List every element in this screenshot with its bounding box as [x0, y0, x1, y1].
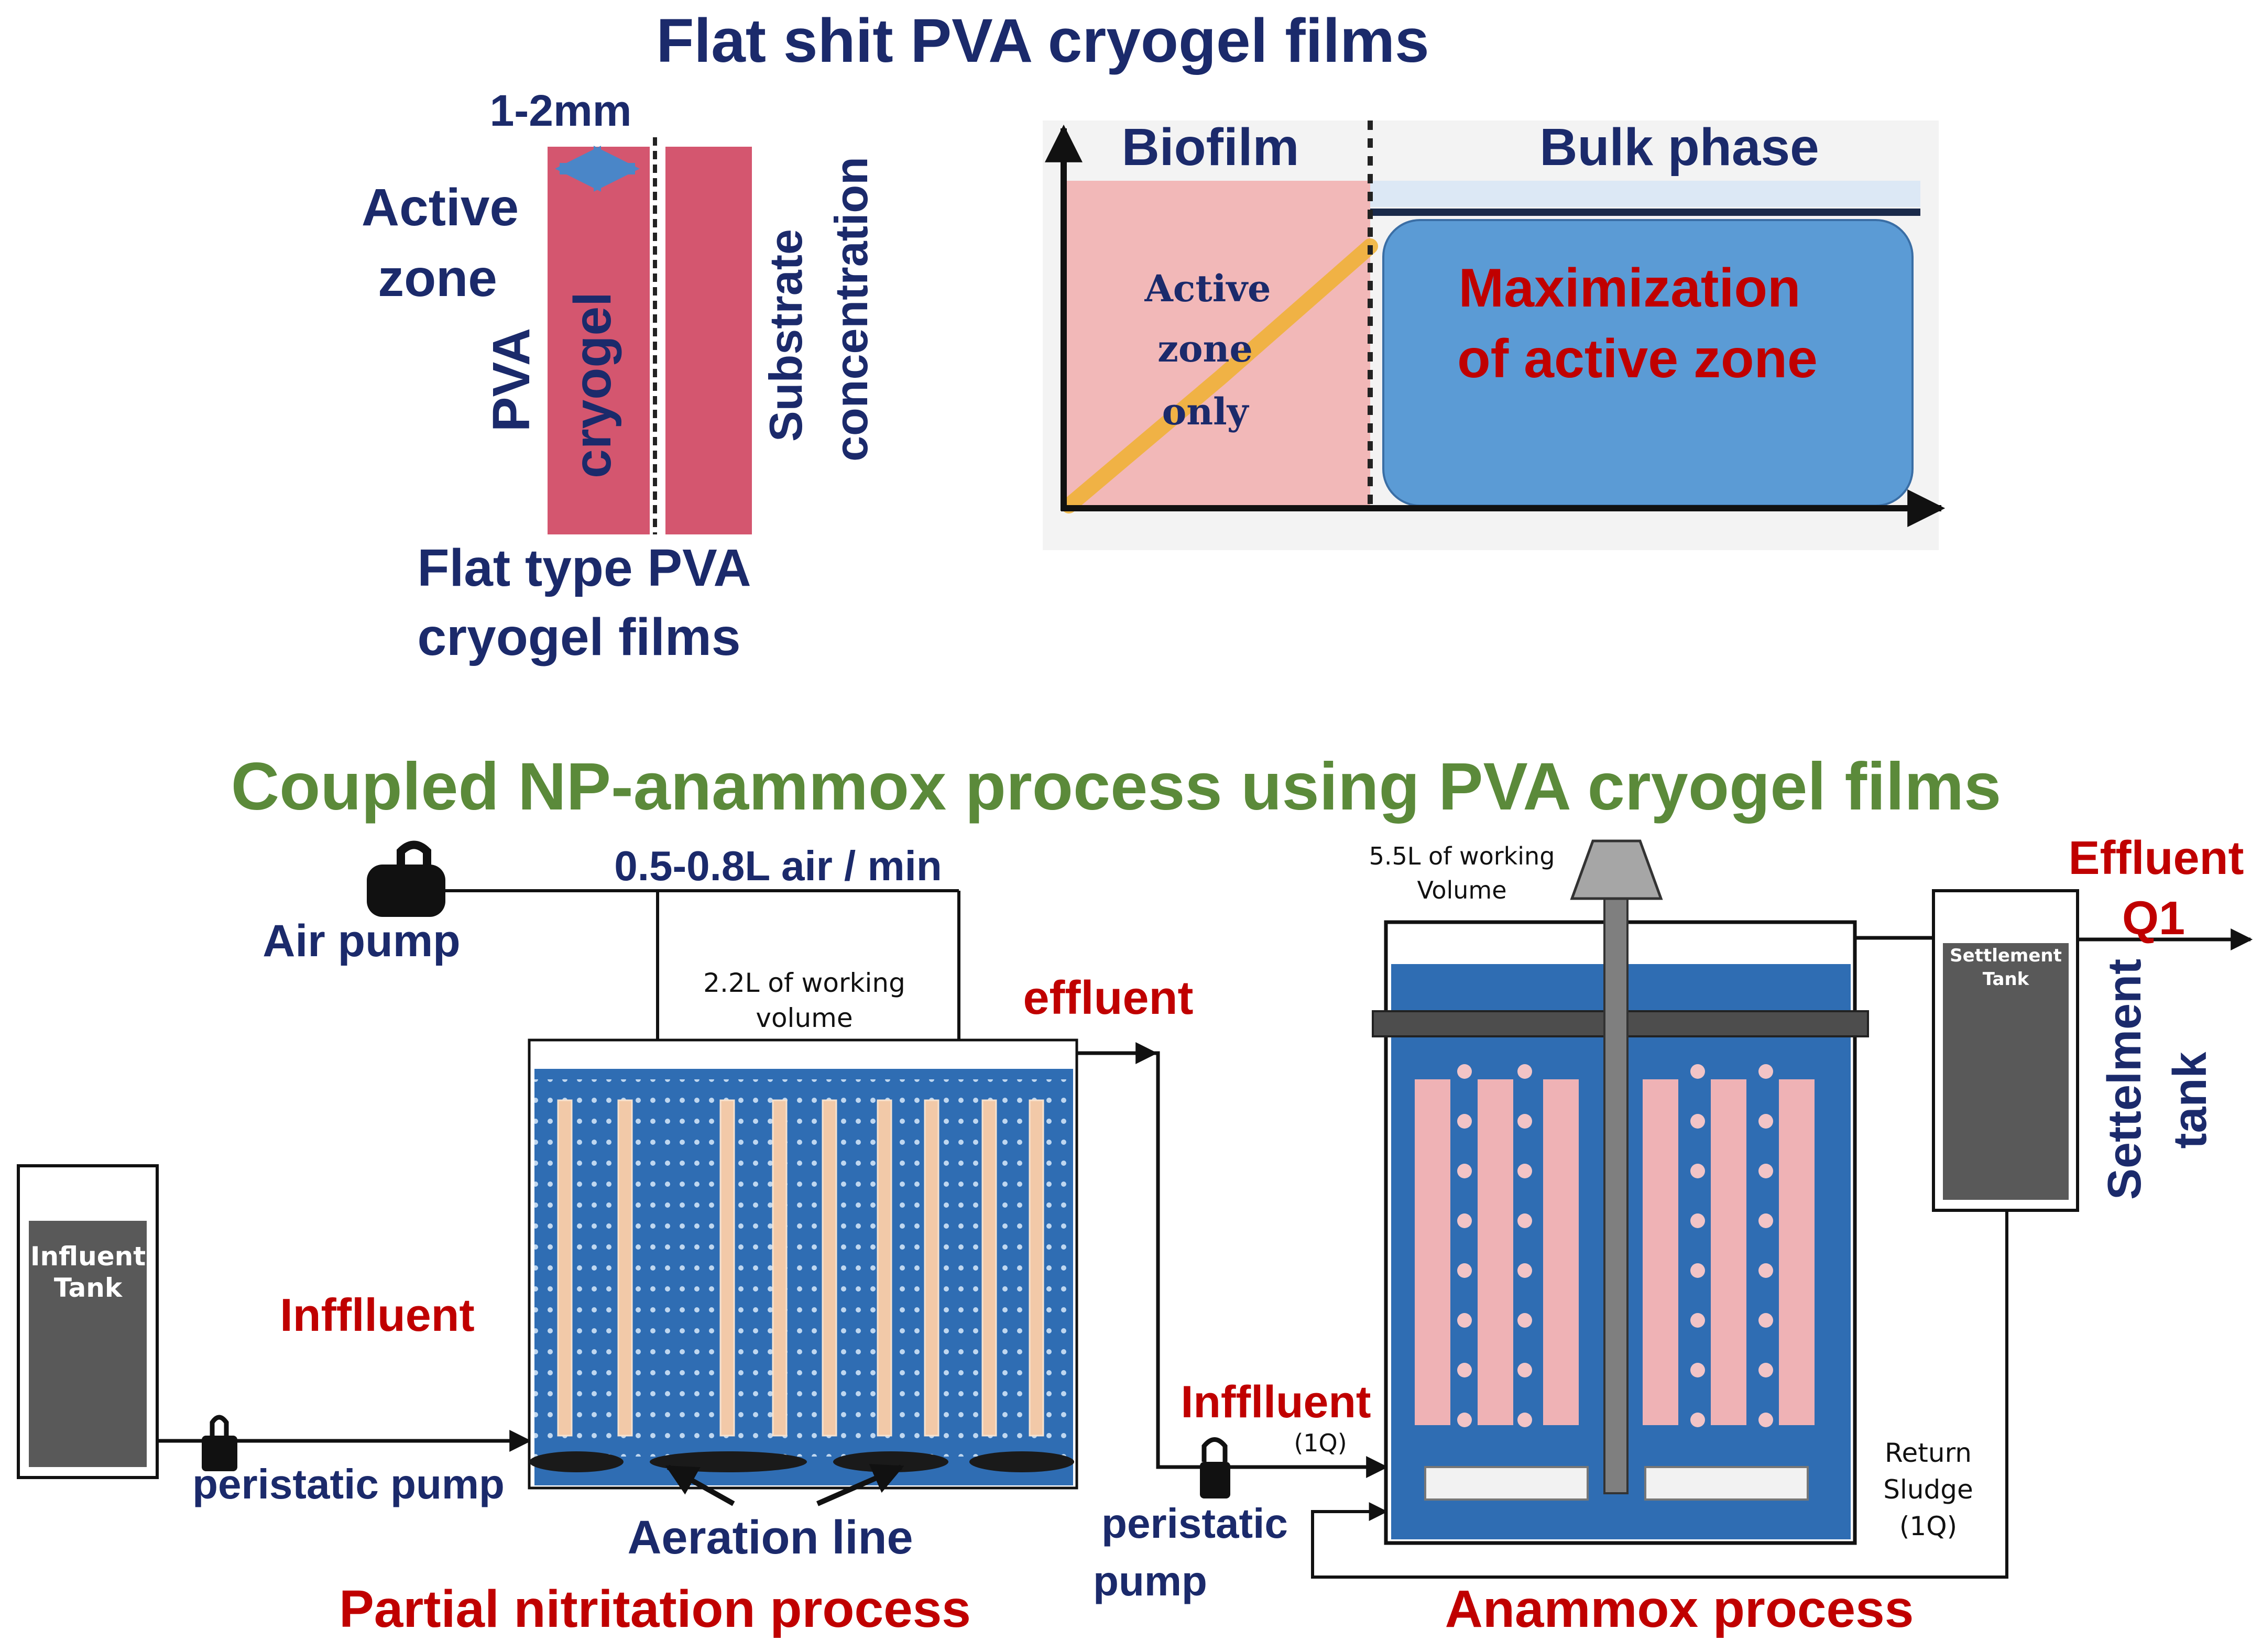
aeration-pointer-2: [816, 1464, 904, 1506]
peristatic-pump-mid-label-2: pump: [1093, 1558, 1207, 1604]
anammox-carrier-films: [1415, 1079, 1815, 1425]
return-sludge-pipe: [1311, 1210, 2008, 1579]
settle-tank-label-2: Tank: [1983, 969, 2030, 990]
active-zone-only-3: only: [1162, 390, 1250, 433]
pn-volume-label-2: volume: [756, 1003, 853, 1033]
anammox-label: Anammox process: [1445, 1580, 1914, 1638]
substrate-label-2: concentration: [825, 157, 877, 462]
concentration-graph: Biofilm Bulk phase Active zone only Maxi…: [1043, 118, 1946, 550]
pn-carrier-films: [557, 1099, 1044, 1437]
active-zone-only-2: zone: [1157, 327, 1253, 370]
settlement-label-2: tank: [2164, 1052, 2216, 1149]
substrate-gradient: [1061, 238, 1378, 513]
film-core-layer: [665, 147, 752, 534]
title-top: Flat shit PVA cryogel films: [656, 6, 1429, 75]
an-volume-label-2: Volume: [1417, 876, 1506, 904]
anammox-stirrer-motor: [1570, 839, 1663, 900]
peristatic-pump-left: [202, 1415, 237, 1471]
thickness-label: 1-2mm: [490, 86, 632, 135]
aeration-line-label: Aeration line: [627, 1512, 913, 1564]
influent-label-left: Infflluent: [280, 1289, 474, 1341]
influent-tank-label-1: Influent: [30, 1241, 146, 1272]
air-rate-label: 0.5-0.8L air / min: [614, 843, 942, 889]
q1-label: Q1: [2122, 892, 2185, 945]
return-sludge-label-1: Return: [1885, 1438, 1972, 1468]
active-zone-only-1: Active: [1144, 267, 1271, 310]
film-active-layer: [548, 147, 650, 534]
one-q-label: (1Q): [1294, 1429, 1347, 1457]
air-pump-label: Air pump: [263, 916, 460, 966]
effluent-mid-label: effluent: [1023, 972, 1194, 1024]
active-zone-label-1: Active: [362, 178, 519, 237]
process-diagram: Air pump 0.5-0.8L air / min Influent Tan…: [17, 832, 2253, 1638]
anammox-bubbles: [1457, 1064, 1773, 1427]
active-zone-label-2: zone: [378, 249, 497, 308]
bulk-band: [1370, 181, 1920, 207]
biofilm-region: [1064, 181, 1370, 506]
return-sludge-label-3: (1Q): [1899, 1511, 1957, 1541]
maximization-label-1: Maximization: [1459, 258, 1801, 319]
peristatic-pump-mid-label-1: peristatic: [1101, 1500, 1288, 1547]
anammox-stirrer-shaft: [1603, 890, 1629, 1494]
aeration-diffuser-1: [529, 1451, 624, 1472]
settlement-label-1: Settelment: [2099, 959, 2151, 1200]
anammox-impeller-left: [1424, 1466, 1589, 1501]
bulk-phase-label: Bulk phase: [1539, 118, 1819, 177]
an-volume-label-1: 5.5L of working: [1369, 842, 1555, 870]
title-bottom: Coupled NP-anammox process using PVA cry…: [231, 749, 2002, 824]
influent-tank-label-2: Tank: [54, 1273, 123, 1303]
film-schematic: 1-2mm Active zone PVA cryogel Substrate …: [362, 86, 877, 666]
settle-tank-label-1: Settlement: [1950, 945, 2062, 966]
anammox-impeller-right: [1644, 1466, 1809, 1501]
partial-nitritation-label: Partial nitritation process: [339, 1580, 971, 1638]
cryogel-label: cryogel: [563, 292, 622, 478]
air-pump-handle: [397, 840, 431, 867]
aeration-diffuser-4: [969, 1451, 1074, 1472]
influent-mid-label: Infflluent: [1181, 1377, 1371, 1427]
aeration-pointer-1: [665, 1464, 735, 1506]
air-pump: [367, 840, 445, 917]
aeration-diffuser-3: [833, 1451, 948, 1472]
substrate-label-1: Substrate: [760, 229, 812, 442]
pn-volume-label-1: 2.2L of working: [703, 968, 905, 998]
effluent-right-label: Effluent: [2069, 832, 2244, 884]
effluent-pipe-mid: [1077, 1051, 1389, 1478]
peristatic-pump-mid: [1200, 1437, 1230, 1498]
influent-tank-fill: [29, 1221, 147, 1467]
pva-label: PVA: [482, 328, 541, 432]
return-sludge-label-2: Sludge: [1883, 1474, 1973, 1505]
air-pump-body: [367, 865, 445, 917]
film-caption-1: Flat type PVA: [417, 539, 751, 597]
biofilm-label: Biofilm: [1122, 118, 1299, 177]
peristatic-pump-left-label: peristatic pump: [192, 1461, 505, 1507]
settlement-tank-fill: [1943, 943, 2069, 1200]
film-caption-2: cryogel films: [418, 608, 741, 666]
maximization-label-2: of active zone: [1457, 329, 1818, 389]
